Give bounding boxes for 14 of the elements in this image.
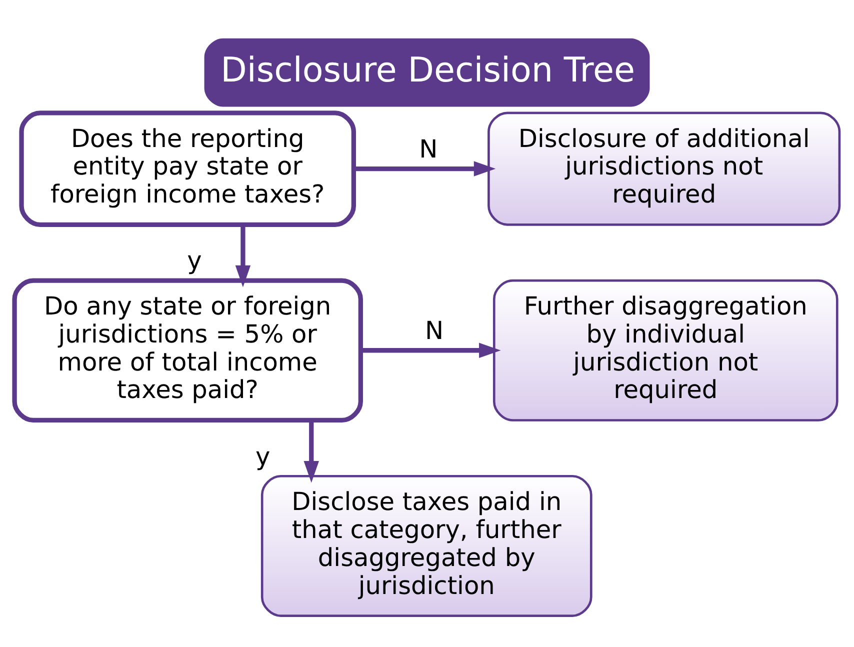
diagram-title: Disclosure Decision Tree xyxy=(220,50,635,90)
edge-label: N xyxy=(424,316,444,345)
node-box: Do any state or foreign jurisdictions = 5% or more of total income taxes paid? xyxy=(12,278,363,422)
node-box: Disclose taxes paid in that category, further disaggregated by jurisdiction xyxy=(260,474,592,616)
arrow xyxy=(354,160,496,176)
node-box: Further disaggregation by individual jurisdiction not required xyxy=(492,278,838,421)
edge-label: y xyxy=(187,246,202,275)
node-box: Disclosure of additional jurisdictions not required xyxy=(488,111,841,226)
arrow xyxy=(235,224,251,287)
edge-label: N xyxy=(419,134,438,164)
edge-label: y xyxy=(255,441,270,470)
arrow xyxy=(304,420,319,482)
arrow xyxy=(360,342,501,358)
node-box: Does the reporting entity pay state or foreign income taxes? xyxy=(19,110,356,226)
